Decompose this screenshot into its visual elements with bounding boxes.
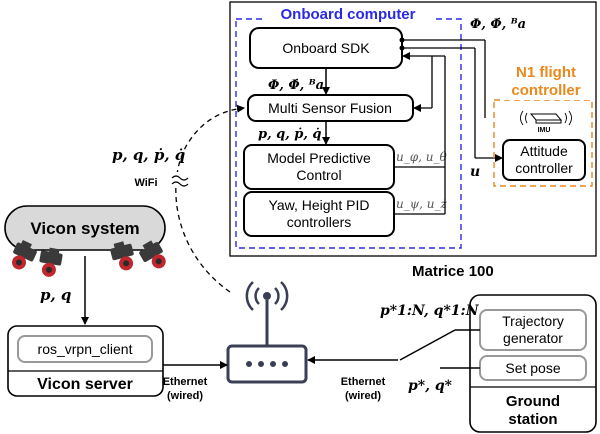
onboard-title-bg	[265, 6, 435, 24]
vicon-system-shape[interactable]	[4, 205, 166, 251]
wifi-link	[175, 104, 245, 293]
matrice-frame	[229, 1, 597, 257]
matrice-title: Matrice 100	[412, 263, 494, 280]
switch-blade	[399, 329, 456, 361]
ethernet-left-line1: Ethernet	[163, 376, 208, 388]
label-states-to-fusion: p, q, ṗ, q̇	[112, 146, 185, 164]
pid-label-line2: controllers	[287, 214, 352, 230]
label-mpc-outputs: u_φ, u_θ	[396, 150, 447, 164]
onboard-sdk-label: Onboard SDK	[282, 40, 370, 56]
camera-icon-4	[139, 240, 166, 269]
router-icon	[226, 281, 308, 384]
imu-label: IMU	[538, 127, 551, 134]
vicon-system-label: Vicon system	[30, 219, 139, 238]
label-u: u	[470, 164, 480, 180]
ros-vrpn-client-label: ros_vrpn_client	[38, 341, 133, 357]
attitude-label-line1: Attitude	[520, 143, 568, 159]
attitude-controller-block[interactable]	[502, 139, 586, 181]
ground-station-title-line1: Ground	[506, 393, 560, 410]
n1-region	[493, 99, 593, 187]
camera-icon-3	[110, 241, 134, 271]
n1-title-bg	[500, 62, 595, 100]
label-fusion-to-mpc: p, q, ṗ, q̇	[258, 127, 322, 142]
wifi-break-symbol	[171, 175, 189, 187]
label-imu-to-sdk: Φ, Φ̇, ᴮa	[470, 17, 526, 32]
label-sdk-to-fusion: Φ, Φ̇, ᴮa	[268, 78, 324, 93]
mpc-label-line2: Control	[296, 167, 341, 183]
camera-icon-1	[12, 239, 37, 270]
set-pose-label: Set pose	[505, 360, 560, 376]
pid-label-line1: Yaw, Height PID	[269, 197, 370, 213]
multi-sensor-fusion-label: Multi Sensor Fusion	[268, 100, 392, 116]
vicon-server-label: Vicon server	[37, 376, 133, 393]
trajectory-label-line2: generator	[503, 330, 563, 346]
label-traj: p*1:N, q*1:N	[380, 303, 480, 319]
ros-vrpn-client-block[interactable]	[17, 335, 153, 363]
ethernet-right-line1: Ethernet	[341, 376, 386, 388]
ethernet-left-line2: (wired)	[167, 390, 203, 402]
label-pid-outputs: u_ψ, u_ż	[396, 197, 447, 211]
onboard-computer-title: Onboard computer	[280, 6, 415, 23]
imu-chip-icon	[520, 110, 572, 126]
camera-icon-2	[39, 247, 63, 277]
n1-title-line2: controller	[511, 82, 580, 99]
trajectory-label-line1: Trajectory	[502, 313, 564, 329]
mpc-label-line1: Model Predictive	[267, 150, 371, 166]
wifi-label: WiFi	[134, 177, 157, 189]
n1-title-line1: N1 flight	[516, 64, 576, 81]
attitude-label-line2: controller	[515, 160, 573, 176]
ethernet-right-line2: (wired)	[345, 390, 381, 402]
label-pose: p*, q*	[408, 378, 453, 394]
ground-station-title-line2: station	[508, 411, 557, 428]
label-vicon-pq: p, q	[40, 286, 71, 304]
